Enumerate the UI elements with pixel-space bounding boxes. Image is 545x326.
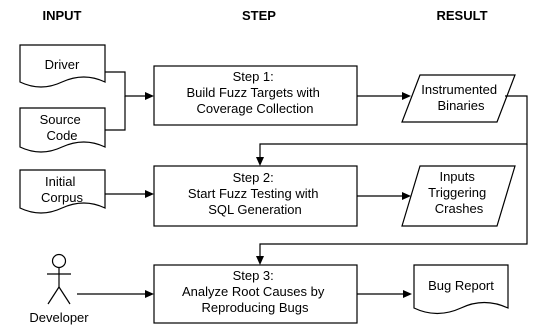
header-result: RESULT [436,8,487,23]
initial-corpus-label: Initial Corpus [41,174,83,205]
arrow-developer-to-step-3 [145,290,154,298]
bug-report-label: Bug Report [428,278,494,293]
step-3-line-1: Step 3: [233,268,274,283]
arrow-to-step-3 [256,256,264,265]
step-2-line-1: Step 2: [233,170,274,185]
header-step: STEP [242,8,276,23]
arrow-to-bug-report [403,290,412,298]
step-1-box: Step 1: Build Fuzz Targets with Coverage… [153,65,358,126]
step-1-label: Step 1: Build Fuzz Targets with Coverage… [186,69,323,116]
instrumented-binaries-line-2: Binaries [438,98,485,113]
developer-label: Developer [29,310,89,325]
source-code-line-1: Source [40,112,81,127]
arrow-corpus-to-step-2 [145,190,154,198]
step-2-box: Step 2: Start Fuzz Testing with SQL Gene… [153,165,358,227]
initial-corpus-document: Initial Corpus [19,169,106,214]
bug-report-document: Bug Report [413,264,509,315]
connectors [77,71,528,298]
step-1-line-1: Step 1: [233,69,274,84]
initial-corpus-line-1: Initial [45,174,75,189]
step-1-line-3: Coverage Collection [196,101,313,116]
inputs-triggering-crashes-line-2: Triggering [428,185,486,200]
arrow-to-step-1 [145,92,154,100]
source-code-document: Source Code [19,107,106,153]
step-2-line-3: SQL Generation [208,202,301,217]
arrow-to-step-2 [256,157,264,166]
inputs-triggering-crashes-line-1: Inputs [439,169,475,184]
arrow-to-crashes [402,192,411,200]
source-code-connector [105,96,126,131]
header-input: INPUT [43,8,82,23]
inputs-triggering-crashes-parallelogram: Inputs Triggering Crashes [401,165,516,227]
arrow-to-binaries [402,92,411,100]
initial-corpus-line-2: Corpus [41,190,83,205]
source-code-line-2: Code [46,128,77,143]
driver-document: Driver [19,44,106,88]
driver-connector [105,71,146,97]
source-code-label: Source Code [40,112,85,143]
developer-actor-icon [47,253,71,305]
binaries-to-step-3-connector [259,144,528,257]
inputs-triggering-crashes-label: Inputs Triggering Crashes [428,169,490,216]
inputs-triggering-crashes-line-3: Crashes [435,201,484,216]
step-2-line-2: Start Fuzz Testing with [188,186,319,201]
instrumented-binaries-line-1: Instrumented [421,82,497,97]
step-3-box: Step 3: Analyze Root Causes by Reproduci… [153,264,358,324]
instrumented-binaries-label: Instrumented Binaries [421,82,501,113]
instrumented-binaries-parallelogram: Instrumented Binaries [401,74,516,123]
driver-label: Driver [45,57,80,72]
step-2-label: Step 2: Start Fuzz Testing with SQL Gene… [188,170,322,217]
step-3-line-2: Analyze Root Causes by [182,284,325,299]
step-3-line-3: Reproducing Bugs [202,300,309,315]
step-3-label: Step 3: Analyze Root Causes by Reproduci… [182,268,328,315]
step-1-line-2: Build Fuzz Targets with [186,85,319,100]
